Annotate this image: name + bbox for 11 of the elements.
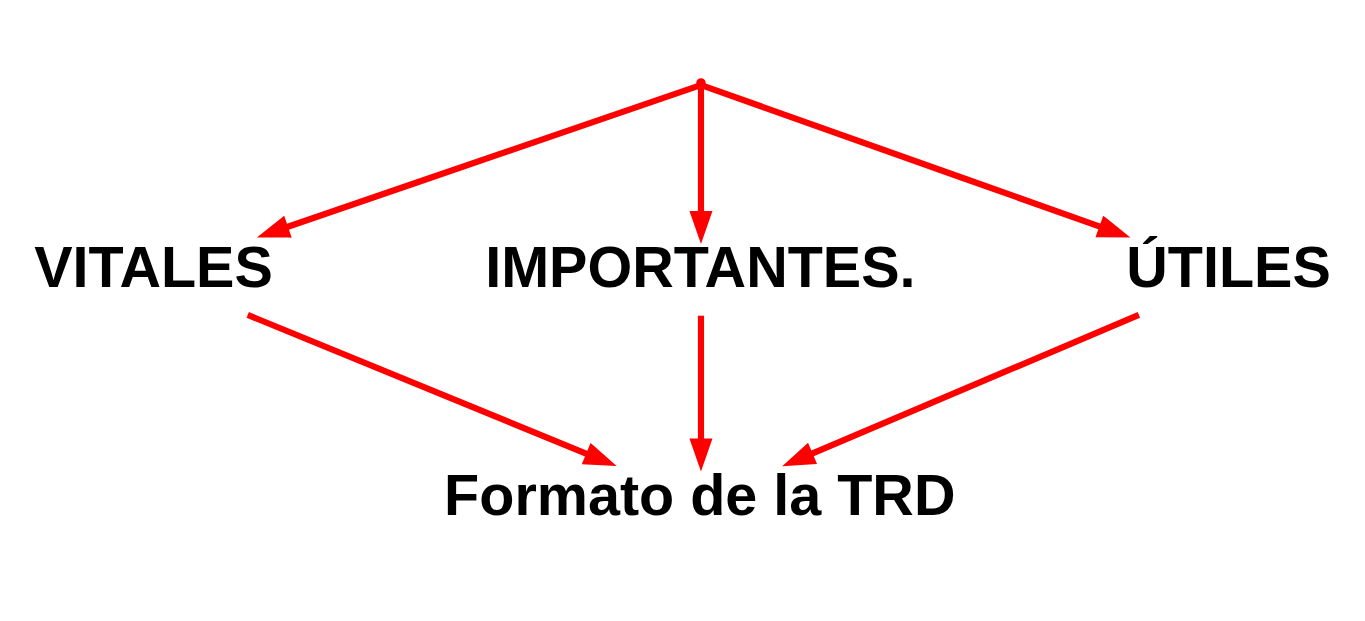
arrow	[781, 311, 1140, 466]
node-text: VITALES	[33, 234, 273, 299]
node-point	[695, 77, 706, 88]
arrow	[256, 82, 700, 238]
node-text: ÚTILES	[1125, 234, 1331, 299]
arrow	[701, 82, 1130, 238]
arrow	[246, 311, 617, 466]
node-text: IMPORTANTES.	[484, 234, 916, 299]
arrow	[688, 315, 712, 471]
node-text: Formato de la TRD	[443, 462, 955, 527]
arrow	[688, 86, 712, 244]
